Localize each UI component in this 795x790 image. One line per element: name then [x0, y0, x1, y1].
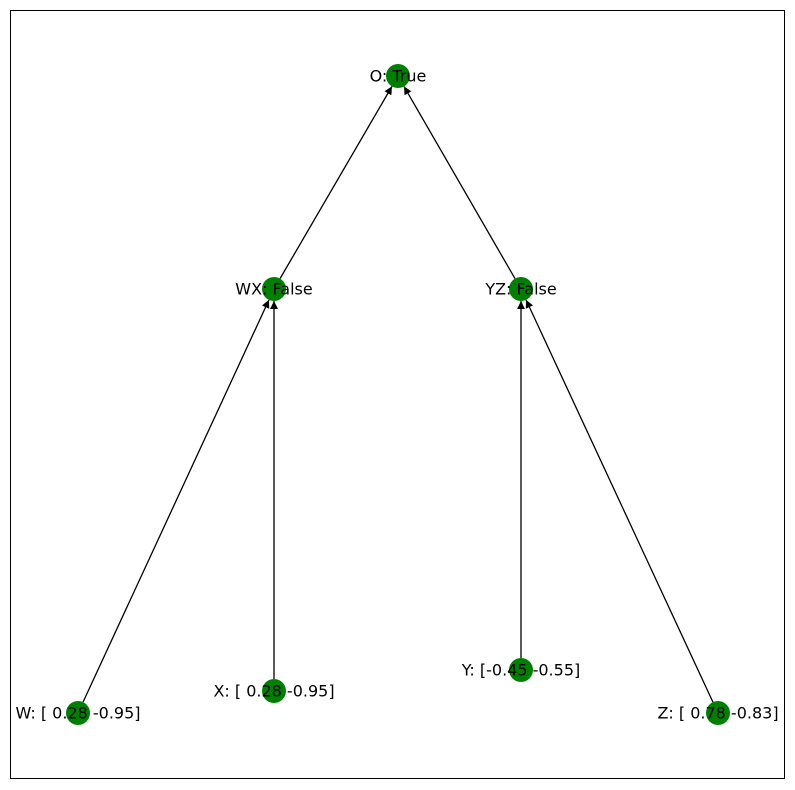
node-label-z: Z: [ 0.78 -0.83] — [657, 704, 778, 723]
node-label-yz: YZ: False — [484, 280, 556, 299]
node-y — [509, 658, 533, 682]
edge-yz-to-o — [403, 86, 516, 279]
edges-layer — [82, 86, 714, 703]
edge-z-to-yz — [525, 299, 714, 703]
node-label-o: O: True — [370, 67, 427, 86]
plot-frame — [10, 10, 785, 779]
edge-wx-to-o — [279, 86, 393, 279]
node-w — [66, 701, 90, 725]
nodes-layer — [66, 64, 730, 725]
node-z — [706, 701, 730, 725]
node-label-w: W: [ 0.28 -0.95] — [15, 704, 140, 723]
node-label-y: Y: [-0.45 -0.55] — [461, 661, 581, 680]
node-x — [262, 679, 286, 703]
node-label-wx: WX: False — [235, 280, 312, 299]
node-wx — [262, 277, 286, 301]
edge-w-to-wx — [82, 299, 270, 703]
node-o — [386, 64, 410, 88]
node-label-x: X: [ 0.28 -0.95] — [213, 682, 334, 701]
node-yz — [509, 277, 533, 301]
